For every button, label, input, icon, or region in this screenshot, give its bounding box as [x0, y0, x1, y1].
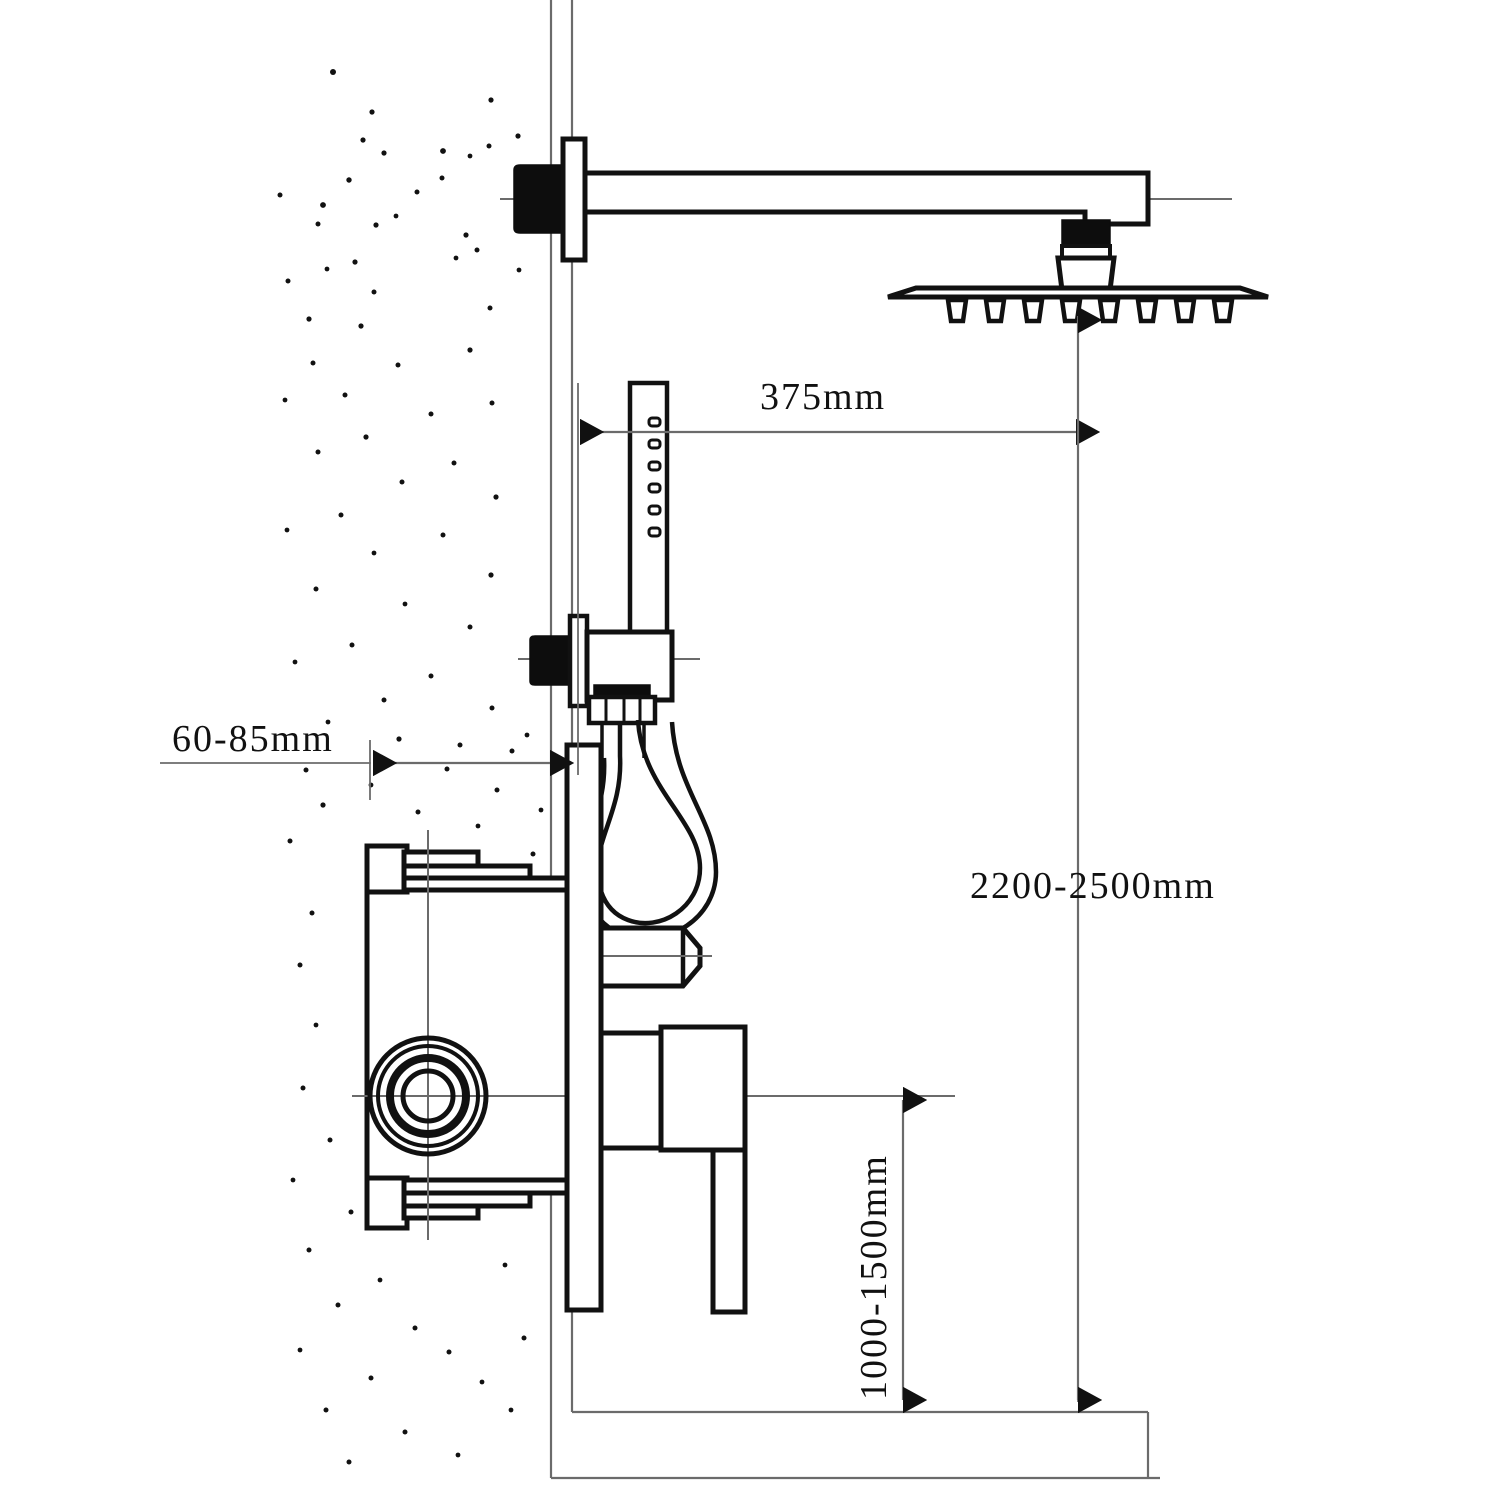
- dimension-2200-2500mm: 2200-2500mm: [970, 306, 1216, 1414]
- hand-shower-wall-bracket: [584, 629, 675, 703]
- mixer-cartridge-concentric-rings: [367, 1035, 489, 1157]
- rain-head-nozzles: [945, 297, 1235, 324]
- mixer-trim-escutcheon: [564, 742, 604, 1313]
- shower-arm-wall-flange: [560, 136, 588, 263]
- threaded-wall-nipple: [513, 164, 567, 234]
- dimension-label-2200-2500mm: 2200-2500mm: [970, 865, 1216, 907]
- dimension-60-85mm: 60-85mm: [160, 718, 575, 800]
- concealed-mixer-valve-body: [364, 885, 570, 1186]
- dimension-1000-1500mm: 1000-1500mm: [853, 1086, 928, 1414]
- dimension-label-375mm: 375mm: [760, 376, 886, 418]
- mixer-trim-front-block: [598, 1030, 664, 1151]
- dimension-label-60-85mm: 60-85mm: [172, 718, 334, 760]
- shower-head-ball-joint: [1055, 219, 1117, 293]
- mixer-lever-handle: [658, 1024, 748, 1315]
- hose-connection-nut: [586, 684, 658, 758]
- dimension-label-1000-1500mm: 1000-1500mm: [853, 1154, 895, 1400]
- square-rain-shower-head: [887, 285, 1269, 324]
